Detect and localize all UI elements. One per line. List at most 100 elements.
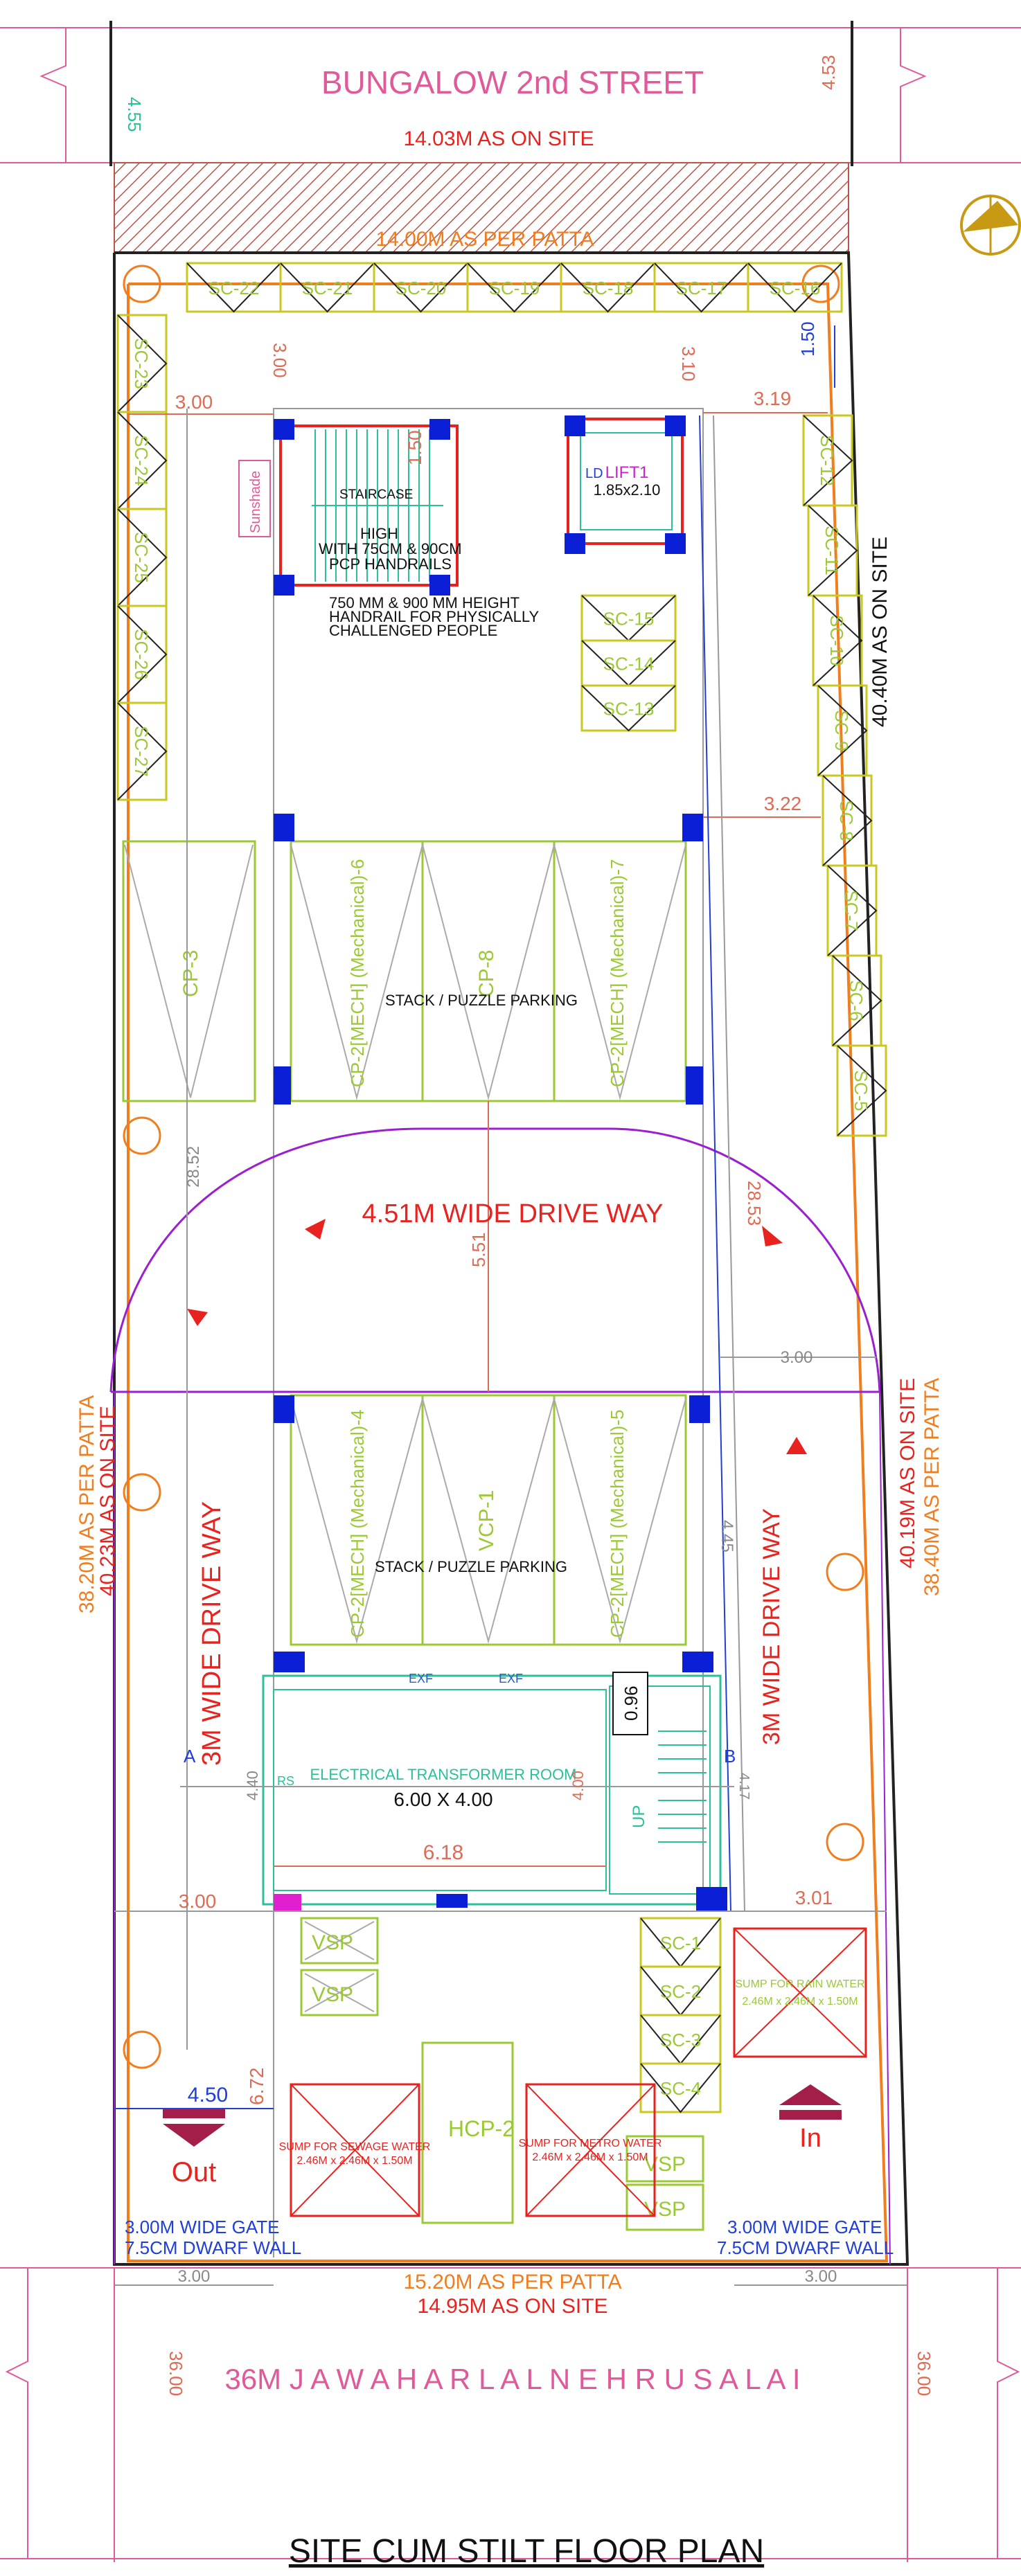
lift: LIFT1 1.85x2.10 LD bbox=[565, 415, 686, 554]
scooter-label: SC-20 bbox=[396, 278, 447, 298]
drive-main-dim-left: 28.52 bbox=[184, 1146, 203, 1188]
scooter-label: SC-18 bbox=[583, 278, 634, 298]
scooter-slot: SC-22 bbox=[186, 262, 282, 313]
exf-1: EXF bbox=[409, 1672, 433, 1685]
scooter-label: SC-16 bbox=[770, 278, 821, 298]
out-arrow-icon bbox=[163, 2109, 225, 2147]
scooter-label: SC-17 bbox=[676, 278, 727, 298]
visitor-dim-left: 6.72 bbox=[246, 2068, 267, 2106]
setback-top-mid: 3.10 bbox=[678, 346, 699, 382]
scooter-slot: SC-14 bbox=[580, 639, 677, 687]
gate-left-2: 7.5CM DWARF WALL bbox=[125, 2237, 301, 2258]
gate-right-2: 7.5CM DWARF WALL bbox=[717, 2237, 894, 2258]
visitor-parking: VSP VSP HCP-2 VSP VSP 6.72 4.50 bbox=[114, 1917, 704, 2231]
drive-arrow-1 bbox=[305, 1219, 326, 1240]
scooter-slot: SC-6 bbox=[831, 954, 882, 1047]
scooter-slot: SC-12 bbox=[802, 414, 853, 507]
site-length-right-on-site-2: 40.19M AS ON SITE bbox=[896, 1378, 919, 1568]
cp2-4-label: CP-2[MECH] (Mechanical)-4 bbox=[347, 1410, 368, 1638]
vsp-1: VSP bbox=[312, 1931, 353, 1954]
exf-2: EXF bbox=[499, 1672, 523, 1685]
scooter-slot: SC-20 bbox=[373, 262, 469, 313]
staircase: Sunshade STAIRCASE HIGH WITH 75CM & 90CM… bbox=[238, 419, 540, 639]
scooter-label: SC-25 bbox=[131, 532, 152, 583]
handrail-note-1: 750 MM & 900 MM HEIGHT bbox=[329, 594, 520, 611]
setback-right-mid: 3.22 bbox=[764, 793, 802, 814]
scooter-label: SC-13 bbox=[603, 699, 655, 719]
cp8-label: CP-8 bbox=[475, 950, 498, 997]
section-a: A bbox=[184, 1746, 196, 1766]
section-b: B bbox=[724, 1746, 736, 1766]
drive-turning-arc bbox=[109, 1127, 881, 1393]
cp2-5-label: CP-2[MECH] (Mechanical)-5 bbox=[607, 1410, 628, 1638]
drive-side-left: 3M WIDE DRIVE WAY bbox=[197, 1501, 227, 1766]
sump-rain-2: 2.46M x 2.46M x 1.50M bbox=[742, 1996, 858, 2007]
scooter-label: SC-10 bbox=[826, 615, 847, 666]
scooter-label: SC-26 bbox=[131, 629, 152, 680]
gate-dim-left: 3.00 bbox=[178, 2267, 211, 2286]
cp2-7-label: CP-2[MECH] (Mechanical)-7 bbox=[607, 859, 628, 1087]
drive-arrow-4 bbox=[786, 1437, 807, 1454]
transformer-size: 6.00 X 4.00 bbox=[393, 1789, 492, 1810]
scooter-slot: SC-8 bbox=[822, 774, 873, 867]
scooter-slot: SC-23 bbox=[116, 314, 168, 413]
sump-sewage-1: SUMP FOR SEWAGE WATER bbox=[279, 2141, 431, 2153]
setback-top-left: 3.00 bbox=[269, 343, 290, 378]
scooter-label: SC-14 bbox=[603, 654, 655, 674]
setback-bottom-right: 3.01 bbox=[795, 1887, 833, 1908]
lower-stack-label: STACK / PUZZLE PARKING bbox=[375, 1558, 567, 1575]
scooter-slot: SC-21 bbox=[279, 262, 375, 313]
scooter-slot: SC-5 bbox=[836, 1044, 887, 1137]
frontage-bottom-per-patta: 15.20M AS PER PATTA bbox=[403, 2271, 621, 2293]
scooter-slot: SC-15 bbox=[580, 594, 677, 642]
lower-parking-dim-right: 4.45 bbox=[718, 1520, 736, 1553]
scooter-slot: SC-3 bbox=[639, 2014, 722, 2065]
drive-main-dim-mid: 5.51 bbox=[468, 1232, 489, 1267]
hcp-2: HCP-2 bbox=[448, 2116, 515, 2141]
scooter-slot: SC-9 bbox=[817, 684, 868, 777]
site-length-right-per-patta: 38.40M AS PER PATTA bbox=[921, 1378, 943, 1596]
road-bottom-name: 36M J A W A H A R L A L N E H R U S A L … bbox=[224, 2363, 800, 2395]
site-length-right-on-site: 40.40M AS ON SITE bbox=[869, 537, 891, 727]
drawing-title: SITE CUM STILT FLOOR PLAN bbox=[289, 2533, 764, 2570]
scooter-label: SC-1 bbox=[660, 1933, 701, 1953]
north-arrow-icon bbox=[960, 195, 1021, 256]
cp2-6-label: CP-2[MECH] (Mechanical)-6 bbox=[347, 859, 368, 1087]
transformer-dim-height-right: 4.00 bbox=[569, 1771, 587, 1800]
vsp-2: VSP bbox=[312, 1983, 353, 2006]
frontage-top-on-site: 14.03M AS ON SITE bbox=[403, 127, 594, 150]
handrail-note-2: HANDRAIL FOR PHYSICALLY bbox=[329, 608, 540, 625]
transformer-dim-width: 6.18 bbox=[423, 1841, 463, 1864]
setback-right-upper: 3.19 bbox=[754, 388, 792, 409]
trees bbox=[123, 265, 864, 2069]
road-bottom-width-left: 36.00 bbox=[166, 2351, 186, 2396]
sump-sewage-2: 2.46M x 2.46M x 1.50M bbox=[296, 2155, 412, 2167]
sump-metro-2: 2.46M x 2.46M x 1.50M bbox=[532, 2152, 648, 2163]
scooter-slot: SC-1 bbox=[639, 1917, 722, 1968]
scooter-label: SC-9 bbox=[831, 710, 852, 751]
top-road: 4.55 4.53 BUNGALOW 2nd STREET 14.03M AS … bbox=[0, 21, 1021, 166]
gate-in-label: In bbox=[799, 2124, 822, 2153]
scooter-slot: SC-26 bbox=[116, 605, 168, 704]
sump-rain-1: SUMP FOR RAIN WATER bbox=[735, 1978, 864, 1990]
lift-name: LIFT1 bbox=[605, 463, 649, 482]
scooter-label: SC-24 bbox=[131, 435, 152, 486]
scooter-label: SC-15 bbox=[603, 609, 655, 629]
road-top-name: BUNGALOW 2nd STREET bbox=[321, 64, 704, 100]
scooter-label: SC-22 bbox=[208, 278, 260, 298]
setback-bottom-left: 3.00 bbox=[179, 1890, 217, 1912]
lift-size: 1.85x2.10 bbox=[594, 481, 661, 499]
staircase-note-1: HIGH bbox=[360, 525, 398, 542]
setback-right-drive: 3.00 bbox=[781, 1348, 813, 1367]
scooter-slot: SC-25 bbox=[116, 508, 168, 607]
staircase-dim: 1.50 bbox=[405, 430, 425, 465]
scooter-slot: SC-11 bbox=[807, 504, 858, 597]
scooter-slot: SC-4 bbox=[639, 2062, 722, 2113]
lower-parking: CP-2[MECH] (Mechanical)-4 VCP-1 CP-2[MEC… bbox=[274, 1394, 736, 1672]
site-length-left-on-site: 40.23M AS ON SITE bbox=[96, 1406, 119, 1596]
site-boundary bbox=[113, 251, 909, 2266]
